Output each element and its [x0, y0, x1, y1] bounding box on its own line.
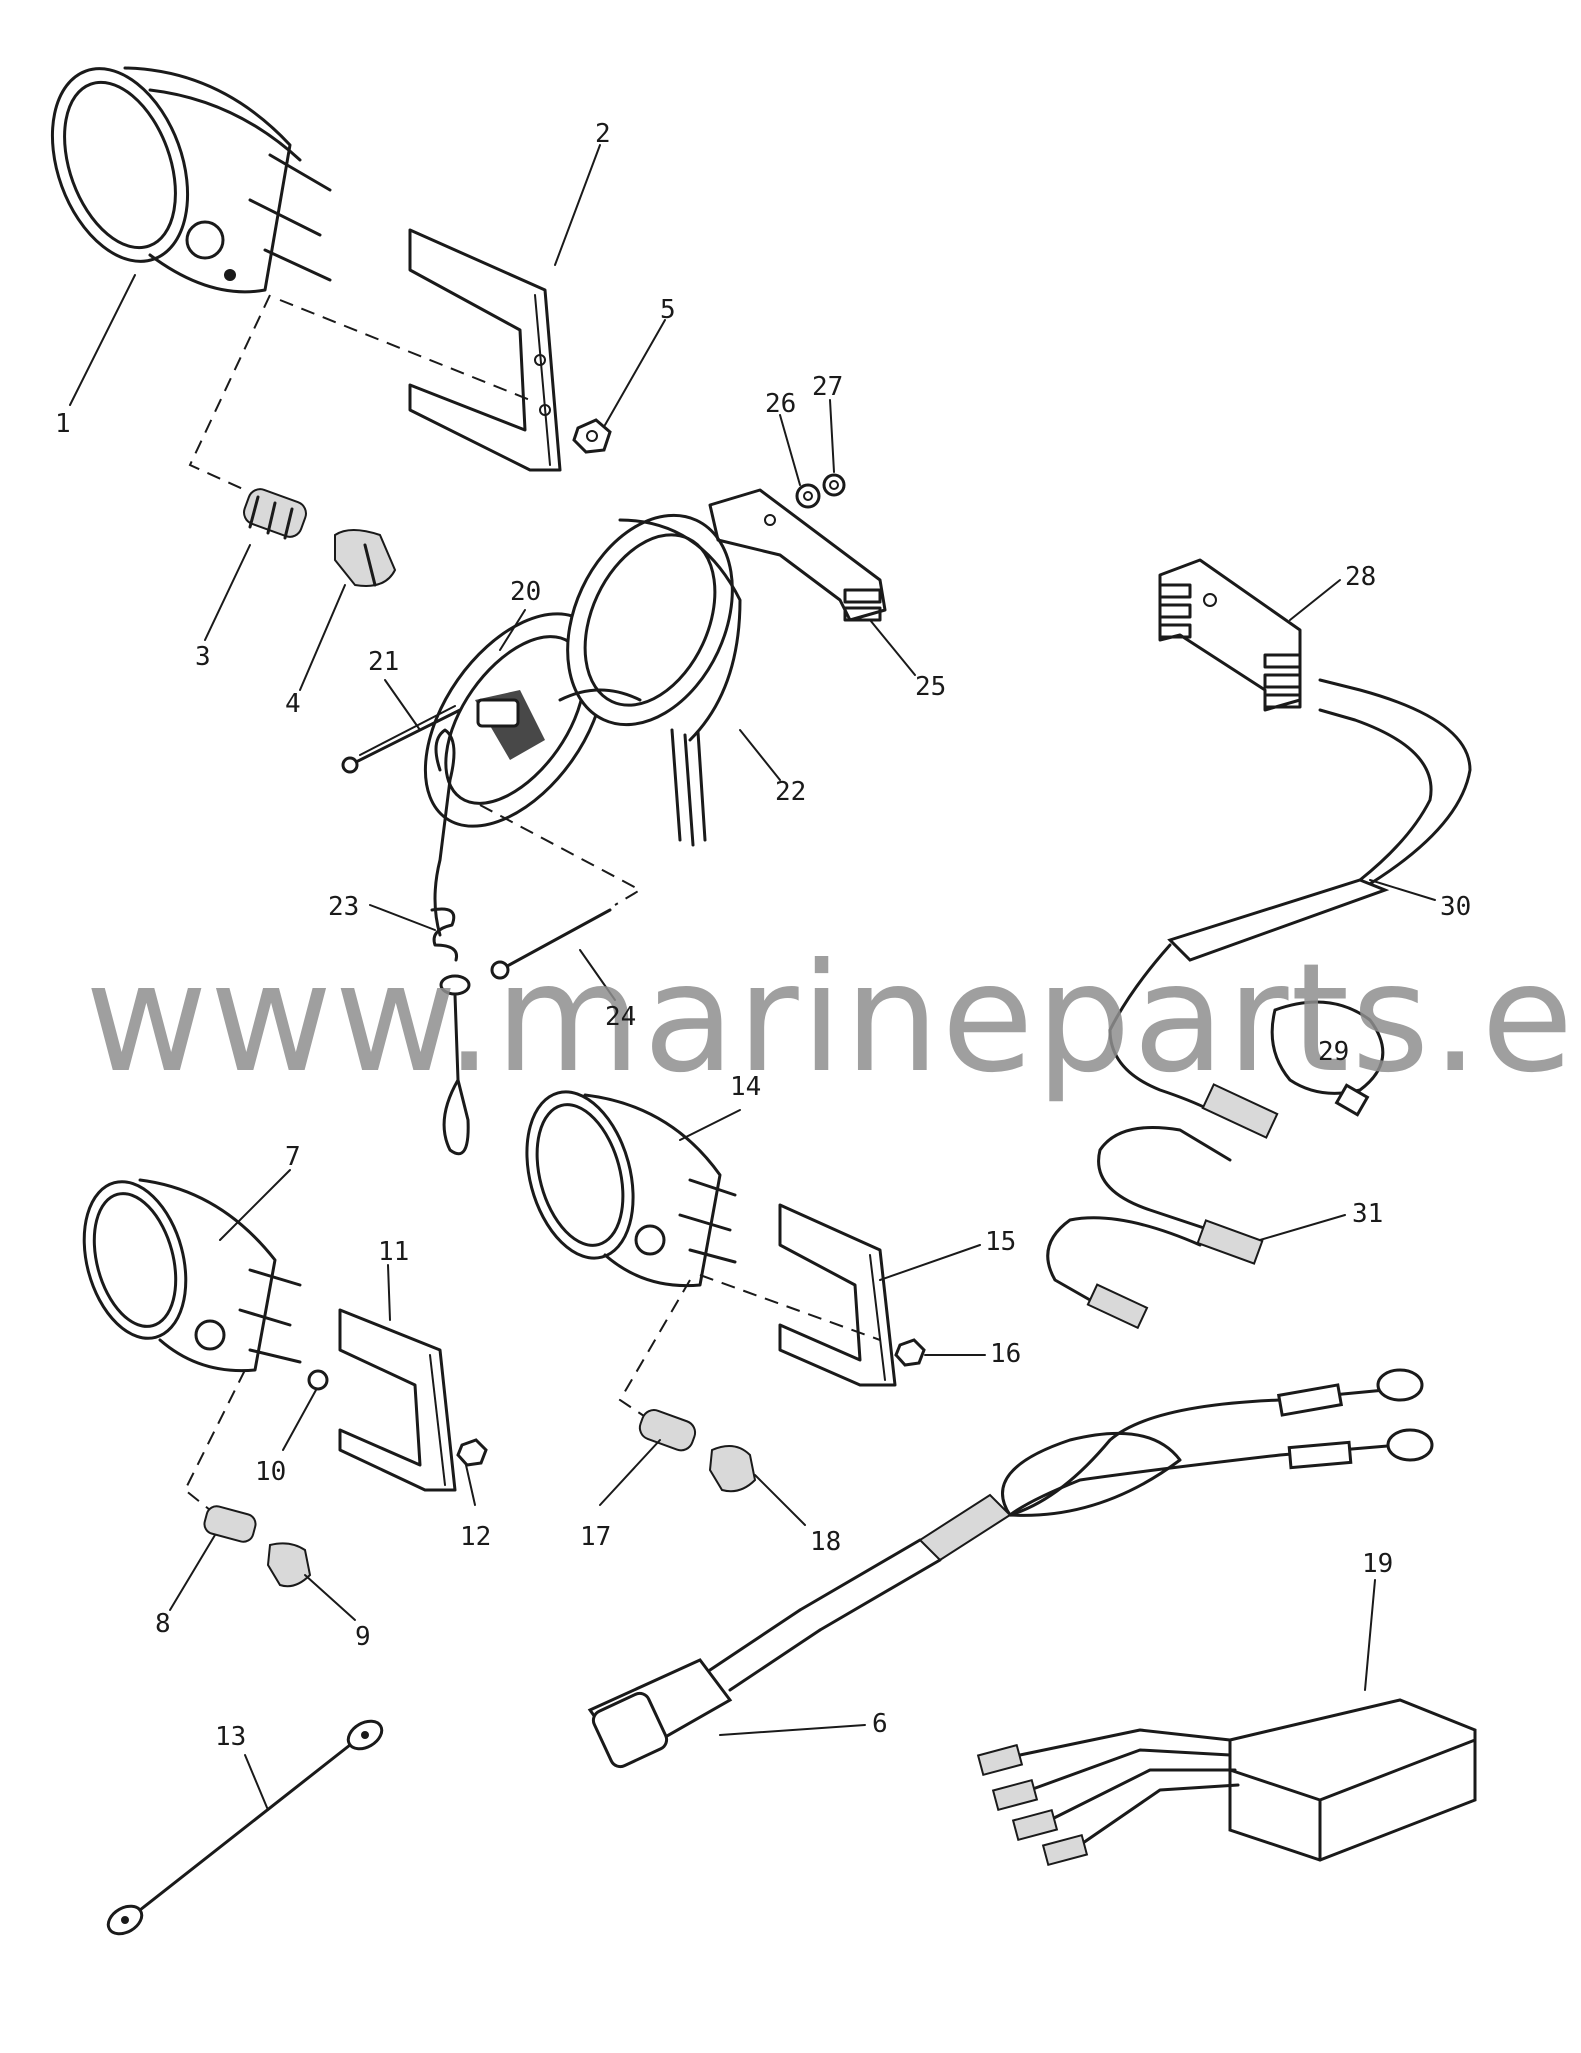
callout-22: 22 [775, 777, 806, 807]
callout-7: 7 [285, 1142, 301, 1172]
bracket-part-11 [338, 1308, 457, 1492]
strap-part-29 [1270, 1000, 1385, 1117]
screw-part-24 [490, 908, 612, 980]
callout-30: 30 [1440, 892, 1471, 922]
bracket-part-25 [708, 488, 887, 622]
watermark-text: www.marineparts.eu [85, 932, 1581, 1106]
lanyard-part-23 [430, 728, 471, 1156]
callout-11: 11 [378, 1237, 409, 1267]
bracket-part-2 [408, 228, 562, 472]
callout-9: 9 [355, 1622, 371, 1652]
connector-part-17 [638, 1409, 697, 1452]
callout-14: 14 [730, 1072, 761, 1102]
callout-20: 20 [510, 577, 541, 607]
connector-part-8 [203, 1505, 257, 1543]
callout-17: 17 [580, 1522, 611, 1552]
callout-29: 29 [1318, 1037, 1349, 1067]
leader-lines [69, 144, 1436, 1811]
callout-19: 19 [1362, 1549, 1393, 1579]
callout-5: 5 [660, 295, 676, 325]
nut-part-27 [822, 473, 846, 497]
callout-labels: 1 2 3 4 5 6 7 8 9 10 11 12 13 14 15 16 1… [55, 119, 1471, 1752]
callout-3: 3 [195, 642, 211, 672]
wire-part-30 [1108, 678, 1472, 1139]
callout-26: 26 [765, 389, 796, 419]
gauge-part-7 [82, 1178, 302, 1373]
nut-part-16 [894, 1338, 926, 1367]
bracket-part-15 [778, 1203, 897, 1387]
gauge-part-1 [50, 66, 332, 294]
bracket-part-28 [1158, 558, 1302, 712]
callout-23: 23 [328, 892, 359, 922]
callout-15: 15 [985, 1227, 1016, 1257]
harness-part-6 [587, 1368, 1434, 1769]
screw-part-21 [341, 705, 462, 774]
connector-part-3 [243, 488, 307, 540]
boot-part-4 [334, 529, 397, 587]
module-part-19 [976, 1698, 1477, 1867]
callout-21: 21 [368, 647, 399, 677]
callout-31: 31 [1352, 1199, 1383, 1229]
nut-part-12 [456, 1438, 488, 1467]
callout-16: 16 [990, 1339, 1021, 1369]
callout-2: 2 [595, 119, 611, 149]
callout-13: 13 [215, 1722, 246, 1752]
callout-10: 10 [255, 1457, 286, 1487]
ground-wire-part-13 [106, 1719, 384, 1936]
callout-1: 1 [55, 409, 71, 439]
washer-part-26 [795, 483, 821, 509]
nut-part-5 [572, 418, 612, 454]
callout-27: 27 [812, 372, 843, 402]
boot-part-9 [266, 1542, 312, 1588]
callout-28: 28 [1345, 562, 1376, 592]
callout-25: 25 [915, 672, 946, 702]
housing-part-22 [558, 513, 742, 847]
gauge-part-14 [525, 1090, 737, 1288]
nut-part-10 [307, 1369, 329, 1391]
callout-12: 12 [460, 1522, 491, 1552]
callout-18: 18 [810, 1527, 841, 1557]
callout-8: 8 [155, 1609, 171, 1639]
callout-24: 24 [605, 1002, 636, 1032]
callout-4: 4 [285, 689, 301, 719]
boot-part-18 [708, 1445, 757, 1493]
callout-6: 6 [872, 1709, 888, 1739]
wire-part-31 [1046, 1126, 1264, 1330]
